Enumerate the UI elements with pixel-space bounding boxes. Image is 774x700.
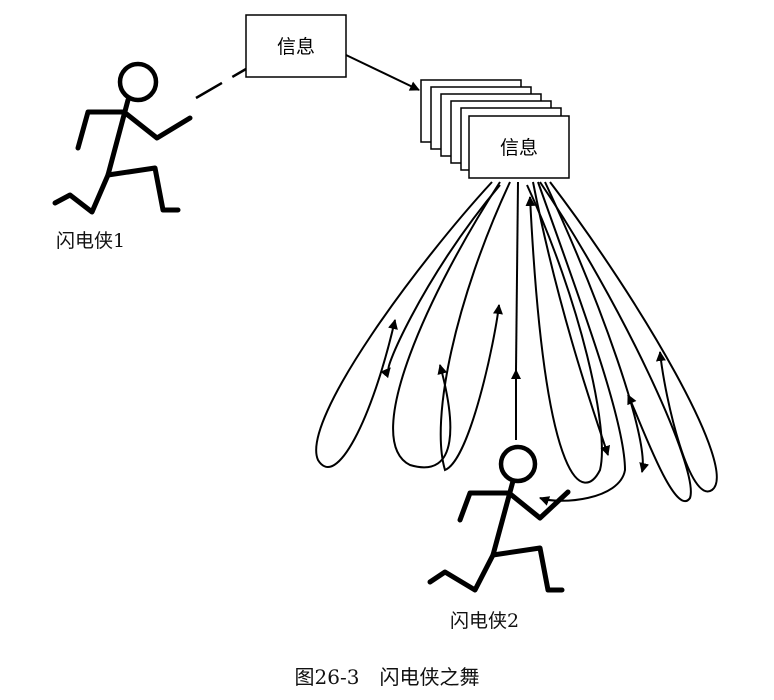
- person1-label: 闪电侠1: [56, 230, 126, 252]
- broadcast-loops: [315, 181, 718, 506]
- loop-left-2: [380, 184, 501, 379]
- loop-right-3: [549, 181, 718, 493]
- message-box-top-label: 信息: [277, 36, 315, 58]
- loop-outer-left: [315, 181, 493, 468]
- loop-right-2: [539, 181, 692, 503]
- loop-right-5: [537, 181, 627, 506]
- person2-label: 闪电侠2: [450, 610, 520, 632]
- loop-bottom-right: [525, 184, 603, 484]
- figure-caption: 图26-3 闪电侠之舞: [294, 665, 480, 689]
- message-box-top: 信息: [245, 14, 347, 78]
- stick-figure-1-icon: [52, 61, 193, 215]
- send-arrow: [345, 54, 420, 91]
- send-line-dashed: [195, 67, 247, 100]
- message-stack: 信息: [420, 79, 570, 179]
- line-center-up: [515, 181, 519, 371]
- loop-right-1: [532, 181, 611, 456]
- loop-mid-left: [439, 181, 511, 472]
- message-box-front-label: 信息: [500, 137, 538, 159]
- stick-figure-2-icon: [427, 444, 571, 593]
- loop-right-4: [544, 181, 650, 473]
- loop-inner-left: [392, 181, 501, 469]
